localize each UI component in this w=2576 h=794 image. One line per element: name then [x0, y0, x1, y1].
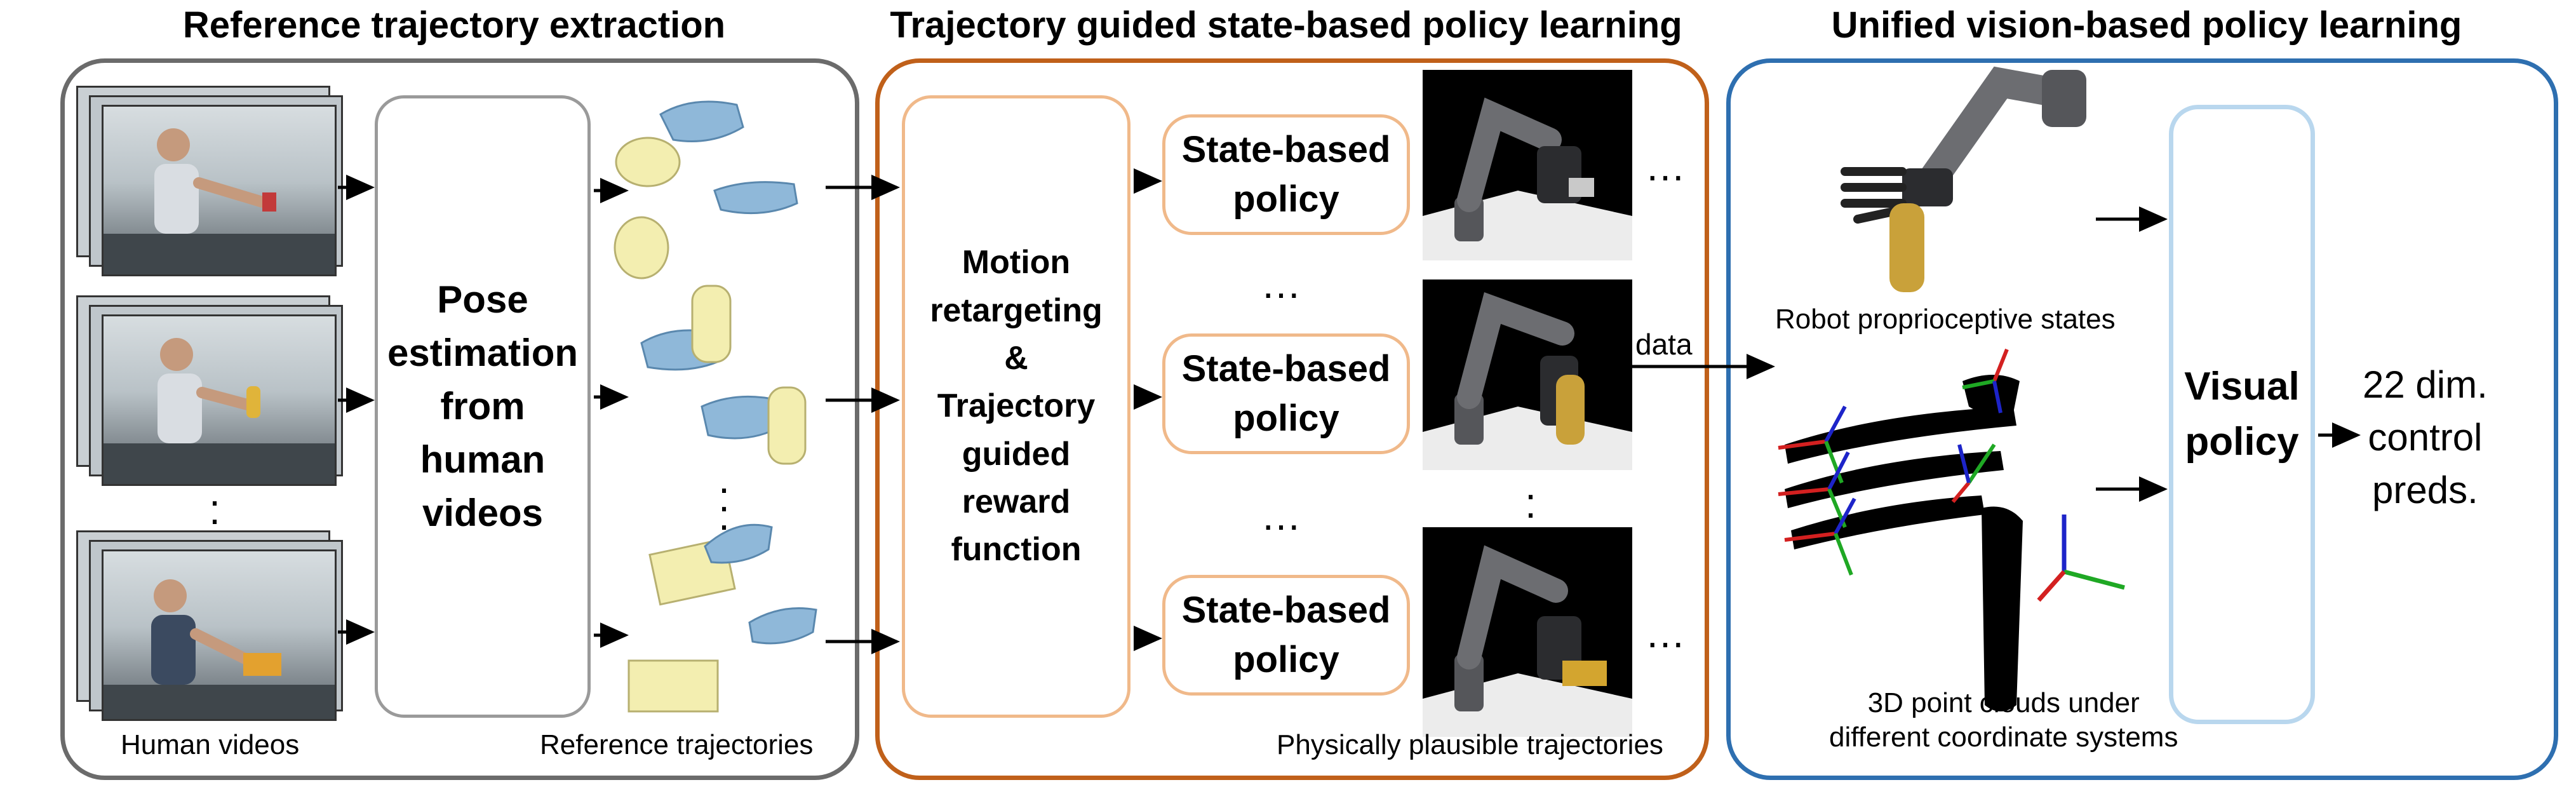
coordinate-axes-icon — [2037, 515, 2125, 602]
panel-state-learning — [875, 58, 1709, 780]
video-frame-icon — [102, 314, 337, 486]
ellipsis-frame-3: … — [1645, 610, 1689, 656]
state-based-policy-box-3: State-based policy — [1162, 575, 1410, 696]
ellipsis-between-policies-1: … — [1261, 261, 1305, 307]
robot-arm-icon — [1454, 545, 1607, 711]
state-based-policy-box-2: State-based policy — [1162, 333, 1410, 454]
panel-vision-learning — [1726, 58, 2558, 780]
section-title-extraction: Reference trajectory extraction — [182, 4, 726, 46]
reference-trajectories-caption: Reference trajectories — [540, 729, 814, 760]
state-based-policy-box-1: State-based policy — [1162, 114, 1410, 235]
section-title-state-learning: Trajectory guided state-based policy lea… — [890, 4, 1682, 46]
ellipsis-between-policies-2: … — [1261, 493, 1305, 539]
point-cloud-caption: 3D point clouds under different coordina… — [1829, 687, 2178, 753]
hand-mesh-icon — [627, 523, 817, 713]
video-frame-icon — [102, 105, 337, 276]
hand-mesh-icon — [614, 100, 798, 279]
robot-sim-frame-3 — [1423, 527, 1632, 737]
panel-extraction — [60, 58, 859, 780]
robot-sim-frame-1 — [1423, 70, 1632, 260]
video-frame-icon — [102, 549, 337, 721]
robot-proprio-caption: Robot proprioceptive states — [1775, 304, 2116, 335]
robot-arm-icon — [1454, 292, 1585, 445]
robot-arm-icon — [1841, 66, 2086, 292]
motion-retargeting-box: Motion retargeting & Trajectory guided r… — [902, 95, 1130, 718]
hand-mesh-icon — [640, 285, 807, 465]
human-videos-caption: Human videos — [121, 729, 300, 760]
ellipsis-frame-1: … — [1645, 144, 1689, 189]
pose-estimation-box: Pose estimation from human videos — [375, 95, 591, 718]
section-title-vision: Unified vision-based policy learning — [1831, 4, 2462, 46]
physically-plausible-caption: Physically plausible trajectories — [1277, 729, 1663, 760]
visual-policy-box: Visual policy — [2169, 105, 2315, 724]
robot-arm-icon — [1454, 97, 1594, 241]
data-label: data — [1635, 328, 1693, 361]
control-preds-output: 22 dim. control preds. — [2363, 363, 2488, 511]
robot-sim-frame-2 — [1423, 279, 1632, 470]
